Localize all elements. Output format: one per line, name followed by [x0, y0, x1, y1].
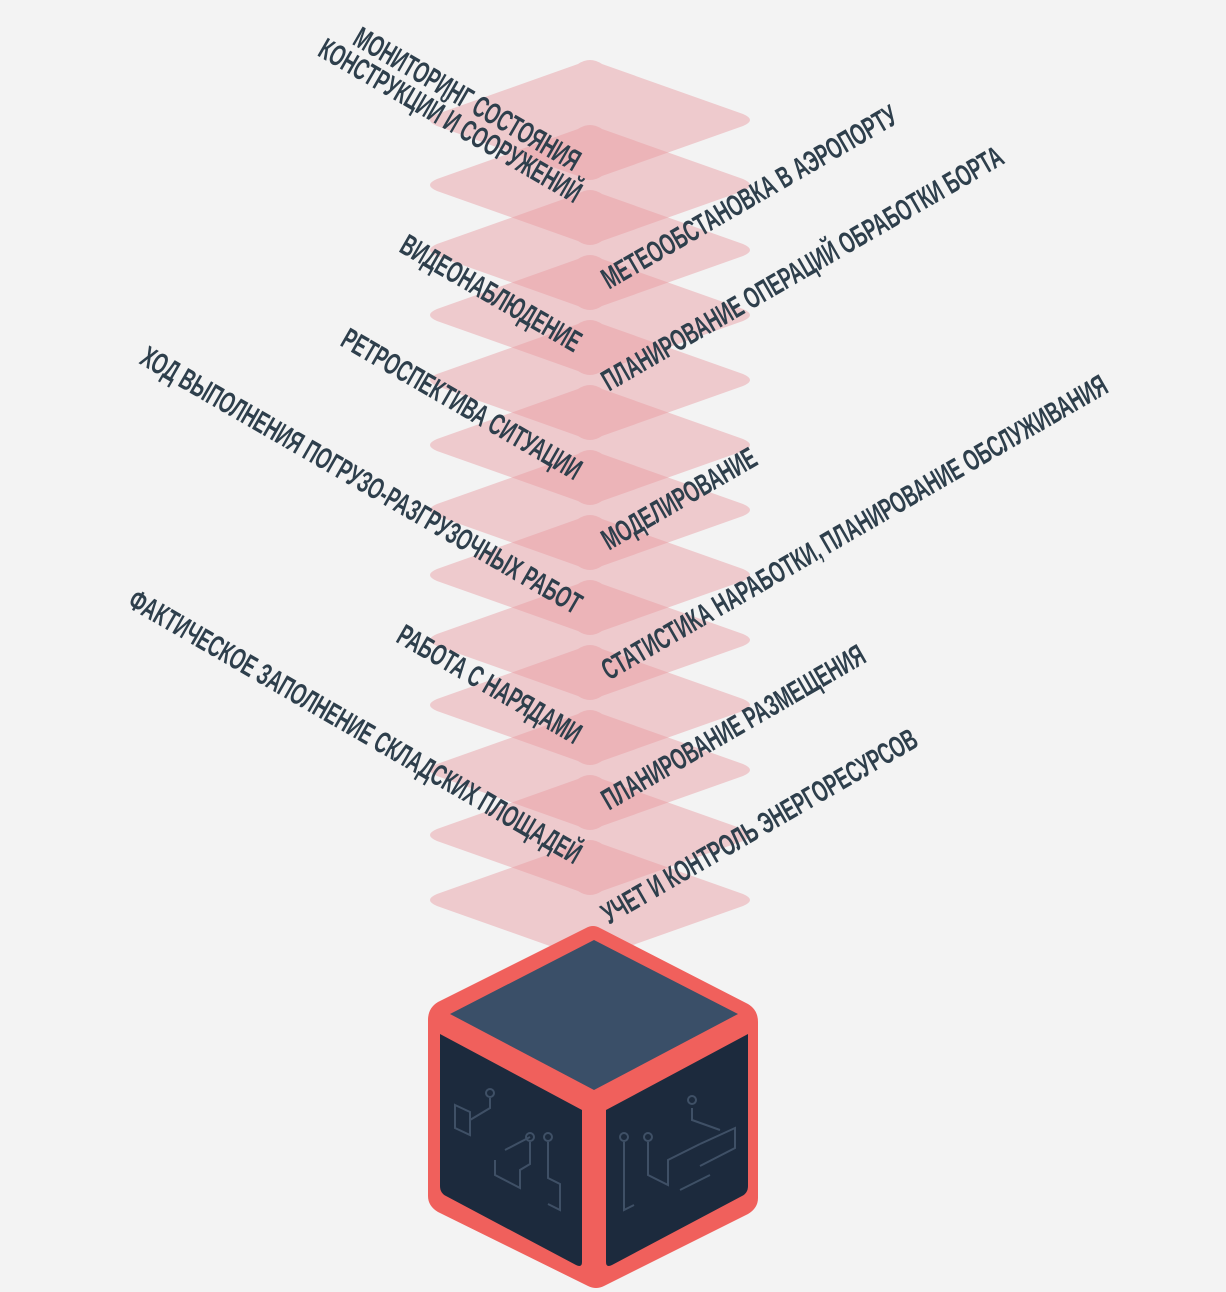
cube-left-face	[440, 1034, 582, 1266]
circuit-icon-left	[454, 1088, 561, 1212]
stack-layer	[430, 450, 750, 570]
stack-layer	[430, 645, 750, 765]
stack-layer	[430, 710, 750, 830]
stack-layer	[430, 775, 750, 895]
cube-top-face	[450, 940, 738, 1090]
core-cube	[428, 926, 758, 1288]
stack-layer	[430, 190, 750, 310]
stack-layer	[430, 385, 750, 505]
stack-layer	[430, 840, 750, 960]
stack-layer	[430, 60, 750, 180]
stack-layer	[430, 320, 750, 440]
cube-right-face	[606, 1034, 748, 1266]
layer-stack	[430, 60, 750, 960]
stack-layer	[430, 515, 750, 635]
circuit-icon-right	[619, 1095, 736, 1212]
stack-layer	[430, 125, 750, 245]
stack-layer	[430, 255, 750, 375]
stack-layer	[430, 580, 750, 700]
